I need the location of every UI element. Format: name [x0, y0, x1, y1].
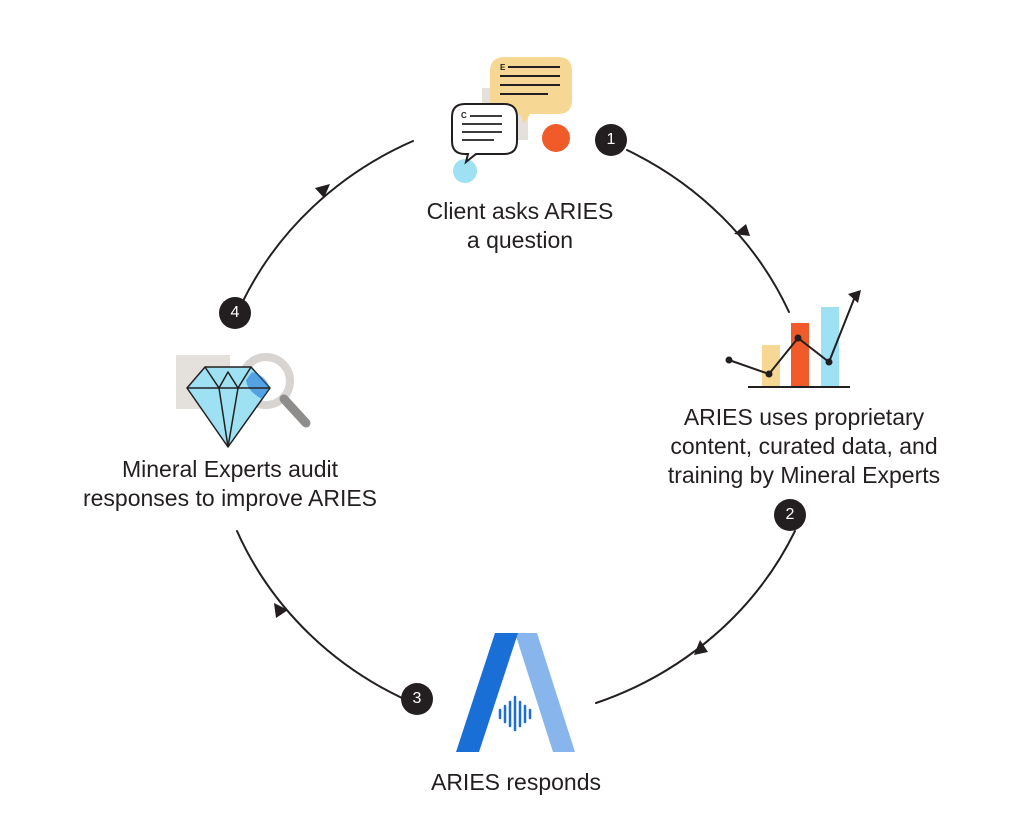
step-4-badge: 4 — [219, 297, 251, 329]
arrow-head-1 — [734, 224, 750, 236]
step-2-caption-line: training by Mineral Experts — [667, 462, 941, 488]
arrow-head-3 — [274, 603, 288, 618]
step-3-caption-line: ARIES responds — [430, 769, 602, 795]
arc-step-3 — [236, 530, 403, 699]
bar-line-chart-icon — [725, 290, 861, 388]
step-1-caption: Client asks ARIES a question — [360, 197, 680, 255]
arc-step-1 — [626, 149, 790, 313]
step-2-caption-line: ARIES uses proprietary — [683, 404, 925, 430]
step-4-caption: Mineral Experts audit responses to impro… — [40, 455, 420, 513]
step-3-badge: 3 — [401, 683, 433, 715]
step-4-caption-line: responses to improve ARIES — [82, 485, 378, 511]
expert-bubble-letter: E — [500, 63, 506, 72]
arrow-head-2 — [694, 640, 708, 655]
step-4-caption-line: Mineral Experts audit — [121, 456, 339, 482]
arc-step-2 — [595, 530, 796, 704]
chat-bubbles-icon: E C — [451, 57, 572, 183]
step-3-caption: ARIES responds — [376, 768, 656, 797]
step-1-caption-line: a question — [466, 227, 574, 253]
step-2-caption-line: content, curated data, and — [670, 433, 938, 459]
arc-step-4 — [242, 140, 414, 302]
step-2-badge: 2 — [774, 499, 806, 531]
diamond-magnifier-icon — [176, 353, 311, 448]
step-1-badge: 1 — [595, 124, 627, 156]
client-bubble-letter: C — [461, 111, 467, 120]
arrow-head-4 — [315, 184, 330, 198]
aries-logo-icon — [456, 633, 575, 752]
step-2-caption: ARIES uses proprietary content, curated … — [624, 403, 984, 490]
step-1-caption-line: Client asks ARIES — [426, 198, 614, 224]
